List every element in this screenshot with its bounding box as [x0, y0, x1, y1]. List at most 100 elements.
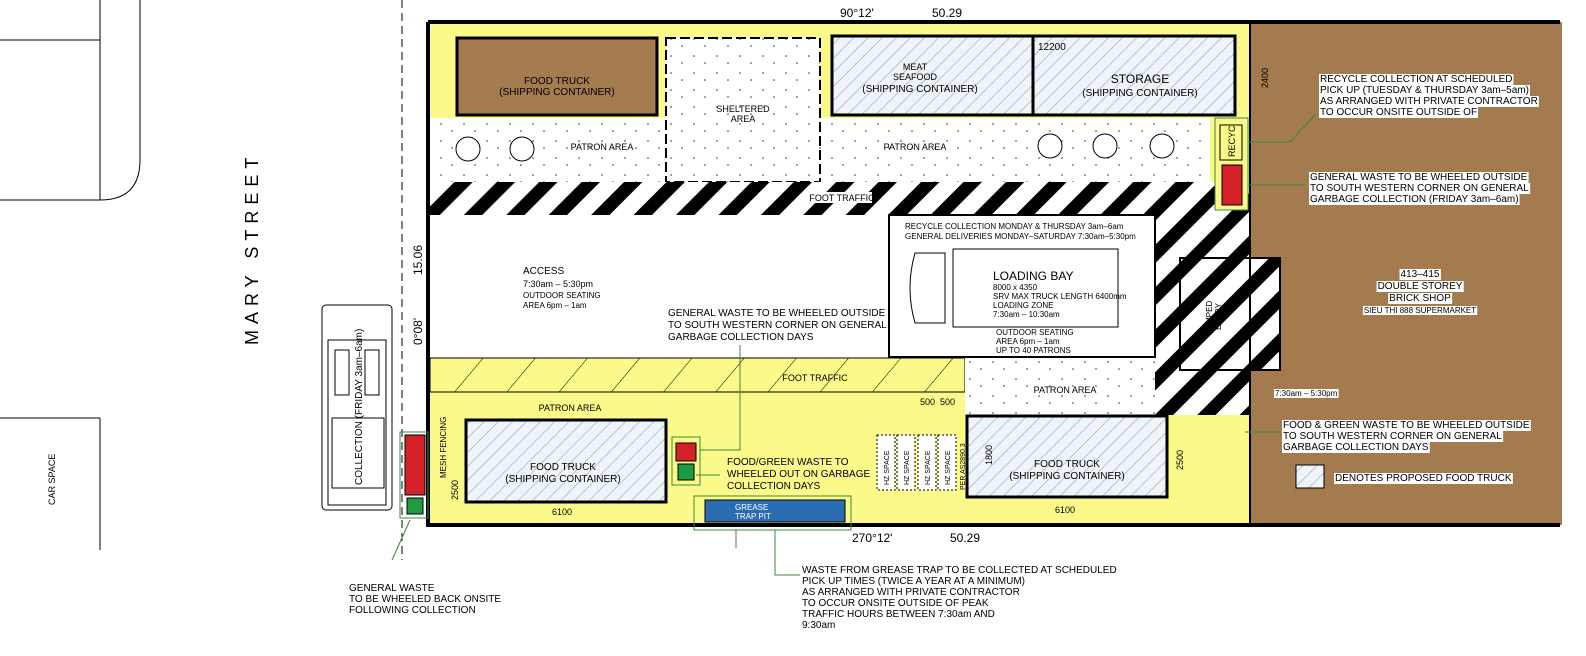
storage-label: STORAGE: [1111, 72, 1169, 86]
note-food-green-mid-1: FOOD/GREEN WASTE TO: [727, 457, 849, 468]
patron-area-right: [965, 358, 1155, 415]
dim-hz-500b: 500: [940, 397, 955, 407]
note-general-back-3: FOLLOWING COLLECTION: [349, 605, 476, 616]
note-background: [1334, 473, 1513, 484]
food-truck-left-label: FOOD TRUCK: [530, 462, 596, 473]
note-grease-5: TRAFFIC HOURS BETWEEN 7:30am AND: [802, 609, 995, 620]
top-length: 50.29: [932, 6, 962, 20]
shop-number: 413–415: [1401, 269, 1440, 280]
street-name: MARY STREET: [242, 152, 262, 345]
access-hours: 7:30am – 5:30pm: [523, 279, 593, 289]
access-label: ACCESS: [523, 266, 564, 277]
green-waste-bin-left[interactable]: [406, 497, 424, 515]
note-grease-4: TO OCCUR ONSITE OUTSIDE OF PEAK: [802, 598, 989, 609]
meat-label: MEAT: [903, 62, 928, 72]
access-seating-hours: AREA 6pm – 1am: [523, 301, 587, 310]
leader-lines: [391, 114, 1316, 576]
shop-type: DOUBLE STOREY: [1378, 281, 1463, 292]
meat-container-label: (SHIPPING CONTAINER): [862, 84, 977, 95]
food-truck-right-label: FOOD TRUCK: [1034, 459, 1100, 470]
street-context: [0, 0, 403, 560]
note-food-green-right-3: GARBAGE COLLECTION DAYS: [1283, 442, 1429, 453]
foot-traffic-label: FOOT TRAFFIC: [782, 373, 848, 383]
green-waste-bin-mid[interactable]: [677, 463, 695, 481]
legend-label: DENOTES PROPOSED FOOD TRUCK: [1335, 473, 1512, 484]
note-recycle-4: TO OCCUR ONSITE OUTSIDE OF: [1320, 107, 1477, 118]
food-truck-right: [965, 414, 1169, 499]
note-background: [1319, 107, 1479, 118]
patron-area-label: PATRON AREA: [1034, 385, 1097, 395]
hz-space-label: HZ SPACE: [925, 450, 932, 485]
note-general-back-1: GENERAL WASTE: [349, 583, 435, 594]
car-space-label: CAR SPACE: [47, 454, 57, 505]
shop-hours: 7:30am – 5:30pm: [1275, 389, 1338, 398]
sheltered-label: SHELTERED: [716, 104, 770, 114]
general-waste-bins-left[interactable]: [404, 434, 426, 496]
legend-swatch: [1295, 464, 1325, 489]
loading-bay-title: LOADING BAY: [993, 269, 1073, 283]
bin-enclosure-mid: [671, 436, 701, 486]
general-waste-bin-mid[interactable]: [675, 442, 697, 462]
note-general-mid-1: GENERAL WASTE TO BE WHEELED OUTSIDE: [668, 308, 886, 319]
note-background: [1309, 172, 1529, 183]
loading-zone-hours: 7:30am – 10:30am: [993, 310, 1060, 319]
note-grease-6: 9:30am: [802, 620, 835, 631]
note-recycle-1: RECYCLE COLLECTION AT SCHEDULED: [1320, 74, 1512, 85]
dim-left-2500: 2500: [450, 480, 460, 500]
grease-trap-pit[interactable]: [704, 499, 846, 523]
note-general-mid-2: TO SOUTH WESTERN CORNER ON GENERAL: [668, 320, 887, 331]
food-truck-top: [455, 36, 659, 117]
dim-12200: 12200: [1038, 42, 1066, 53]
bottom-bearing: 270°12': [852, 531, 892, 545]
bin-enclosure-left: [399, 431, 429, 519]
note-background: [1399, 269, 1441, 280]
recycle-bin[interactable]: [1219, 124, 1243, 161]
note-food-green-right-1: FOOD & GREEN WASTE TO BE WHEELED OUTSIDE: [1283, 420, 1530, 431]
food-truck-top-label: FOOD TRUCK: [524, 76, 590, 87]
grease-trap-label-2: TRAP PIT: [735, 512, 771, 521]
sheltered-area: [665, 37, 821, 183]
hz-space-label: HZ SPACE: [904, 450, 911, 485]
loading-patrons: UP TO 40 PATRONS: [996, 346, 1071, 355]
hz-space-label: HZ SPACE: [884, 450, 891, 485]
note-background: [1309, 183, 1531, 194]
side-bearing: 0°08': [411, 318, 425, 345]
loading-top-1: RECYCLE COLLECTION MONDAY & THURSDAY 3am…: [905, 222, 1124, 231]
grease-enclosure: [693, 495, 852, 531]
patron-area-label: PATRON AREA: [539, 403, 602, 413]
mesh-fencing-label: MESH FENCING: [439, 417, 448, 478]
per-as-label: PER AS2890.3: [960, 443, 967, 490]
side-length: 15.06: [411, 245, 425, 275]
note-food-green-mid-2: WHEELED OUT ON GARBAGE: [727, 469, 871, 480]
note-background: [1376, 281, 1464, 292]
shop-name: SIEU THI 888 SUPERMARKET: [1364, 306, 1476, 315]
loading-max-truck: SRV MAX TRUCK LENGTH 6400mm: [993, 292, 1127, 301]
patron-tables: [455, 133, 1175, 162]
note-background: [1282, 442, 1430, 453]
access-seating: OUTDOOR SEATING: [523, 291, 601, 300]
recycle-bin-label: RECYC: [1227, 125, 1237, 157]
note-general-back-2: TO BE WHEELED BACK ONSITE: [349, 594, 501, 605]
site-boundary: [426, 20, 1560, 527]
patron-area-label: PATRON AREA: [571, 142, 634, 152]
note-background: [1362, 306, 1478, 315]
grease-trap-label: GREASE: [735, 503, 768, 512]
truck-collection-label: COLLECTION (FRIDAY 3am–6am): [354, 329, 365, 485]
hz-spaces: [876, 434, 957, 491]
truck-cab: [909, 252, 946, 324]
note-background: [1282, 431, 1504, 442]
food-truck-left-sub: (SHIPPING CONTAINER): [505, 474, 620, 485]
foot-traffic-bottom: [429, 357, 966, 393]
dim-1800: 1800: [984, 445, 994, 465]
note-general-right-1: GENERAL WASTE TO BE WHEELED OUTSIDE: [1310, 172, 1528, 183]
note-background: [1309, 194, 1520, 205]
general-waste-bin[interactable]: [1221, 164, 1243, 206]
note-grease-2: PICK UP TIMES (TWICE A YEAR AT A MINIMUM…: [802, 576, 1025, 587]
note-general-right-3: GARBAGE COLLECTION (FRIDAY 3am–6am): [1310, 194, 1519, 205]
note-recycle-2: PICK UP (TUESDAY & THURSDAY 3am–5am): [1320, 85, 1529, 96]
shop-type-2: BRICK SHOP: [1389, 293, 1451, 304]
loading-zone: LOADING ZONE: [993, 301, 1053, 310]
note-general-right-2: TO SOUTH WESTERN CORNER ON GENERAL: [1310, 183, 1529, 194]
storage-container-label: (SHIPPING CONTAINER): [1082, 88, 1197, 99]
